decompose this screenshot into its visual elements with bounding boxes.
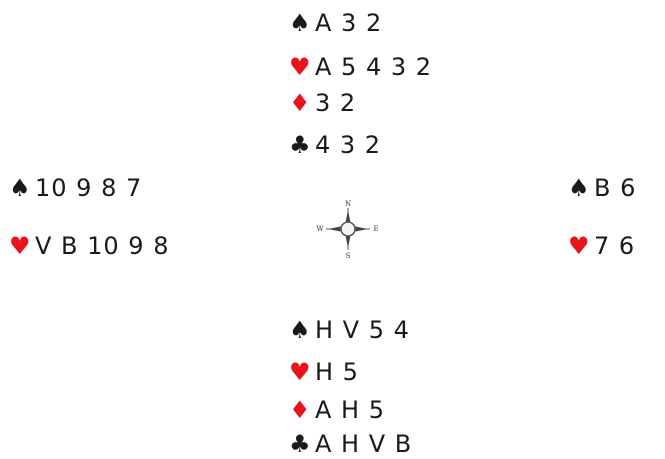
west-spades-row: ♠10 9 8 7 [9,174,142,202]
east-spades-row: ♠B 6 [568,174,636,202]
east-hearts-row: ♥7 6 [568,232,635,260]
diamond-icon: ♦ [289,89,312,117]
club-icon: ♣ [289,430,312,458]
north-hearts-row: ♥A 5 4 3 2 [289,53,432,81]
north-spades-cards: A 3 2 [315,9,383,37]
south-clubs-row: ♣A H V B [289,430,412,458]
club-icon: ♣ [289,131,312,159]
west-hearts-row: ♥V B 10 9 8 [9,232,169,260]
compass-w-label: W [316,225,324,233]
compass-n-label: N [345,200,351,208]
spade-icon: ♠ [289,316,312,344]
heart-icon: ♥ [9,232,32,260]
south-hearts-cards: H 5 [315,358,359,386]
south-spades-cards: H V 5 4 [315,316,410,344]
north-clubs-row: ♣4 3 2 [289,131,381,159]
south-spades-row: ♠H V 5 4 [289,316,410,344]
south-hearts-row: ♥H 5 [289,358,359,386]
heart-icon: ♥ [289,358,312,386]
compass-rose-icon: N S W E [316,200,378,260]
compass-e-label: E [373,225,378,233]
spade-icon: ♠ [568,174,591,202]
compass-s-label: S [346,252,351,260]
heart-icon: ♥ [568,232,591,260]
spade-icon: ♠ [9,174,32,202]
north-spades-row: ♠A 3 2 [289,9,382,37]
south-diamonds-row: ♦A H 5 [289,396,385,424]
north-diamonds-row: ♦3 2 [289,89,356,117]
diamond-icon: ♦ [289,396,312,424]
heart-icon: ♥ [289,53,312,81]
spade-icon: ♠ [289,9,312,37]
north-clubs-cards: 4 3 2 [315,131,382,159]
south-diamonds-cards: A H 5 [315,396,385,424]
west-hearts-cards: V B 10 9 8 [35,232,170,260]
south-clubs-cards: A H V B [315,430,413,458]
east-spades-cards: B 6 [594,174,637,202]
north-diamonds-cards: 3 2 [315,89,357,117]
north-hearts-cards: A 5 4 3 2 [315,53,433,81]
east-hearts-cards: 7 6 [594,232,636,260]
west-spades-cards: 10 9 8 7 [35,174,143,202]
